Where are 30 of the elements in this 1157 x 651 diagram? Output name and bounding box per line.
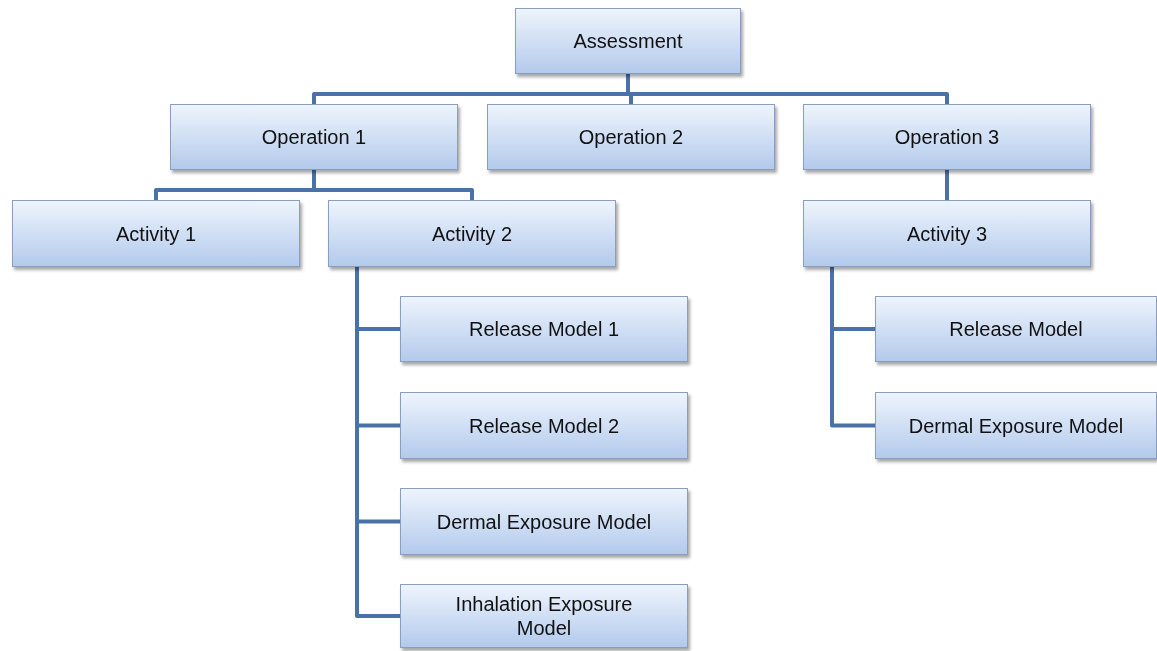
node-label: Operation 2: [577, 125, 685, 149]
hierarchy-box: [803, 200, 1091, 267]
node-label: Release Model: [948, 317, 1084, 341]
hierarchy-box: [12, 200, 300, 267]
hierarchy-box: [328, 200, 616, 267]
hierarchy-box: [400, 584, 688, 648]
node-label: Activity 1: [115, 221, 197, 246]
node-label: Dermal Exposure Model: [907, 413, 1125, 438]
hierarchy-box: [400, 488, 688, 555]
connector-line: [945, 170, 949, 200]
node-label: Operation 3: [893, 125, 1001, 149]
node-label: Dermal Exposure Model: [435, 509, 653, 534]
connector-line: [626, 74, 949, 104]
connector-line: [355, 267, 400, 618]
node-label: Release Model 2: [467, 413, 621, 438]
hierarchy-box: [170, 104, 458, 170]
node-label: Release Model 1: [467, 317, 621, 341]
hierarchy-box: [487, 104, 775, 170]
node-label: Inhalation Exposure Model: [454, 592, 634, 640]
hierarchy-box: [803, 104, 1091, 170]
hierarchy-box: [400, 296, 688, 362]
hierarchy-box: [875, 392, 1157, 459]
node-label: Operation 1: [260, 125, 368, 149]
hierarchy-box: [875, 296, 1157, 362]
connector-line: [830, 267, 875, 428]
node-label: Activity 3: [906, 221, 988, 246]
hierarchy-box: [515, 8, 741, 74]
node-label: Assessment: [572, 29, 684, 53]
hierarchy-box: [400, 392, 688, 459]
node-label: Activity 2: [431, 221, 513, 246]
